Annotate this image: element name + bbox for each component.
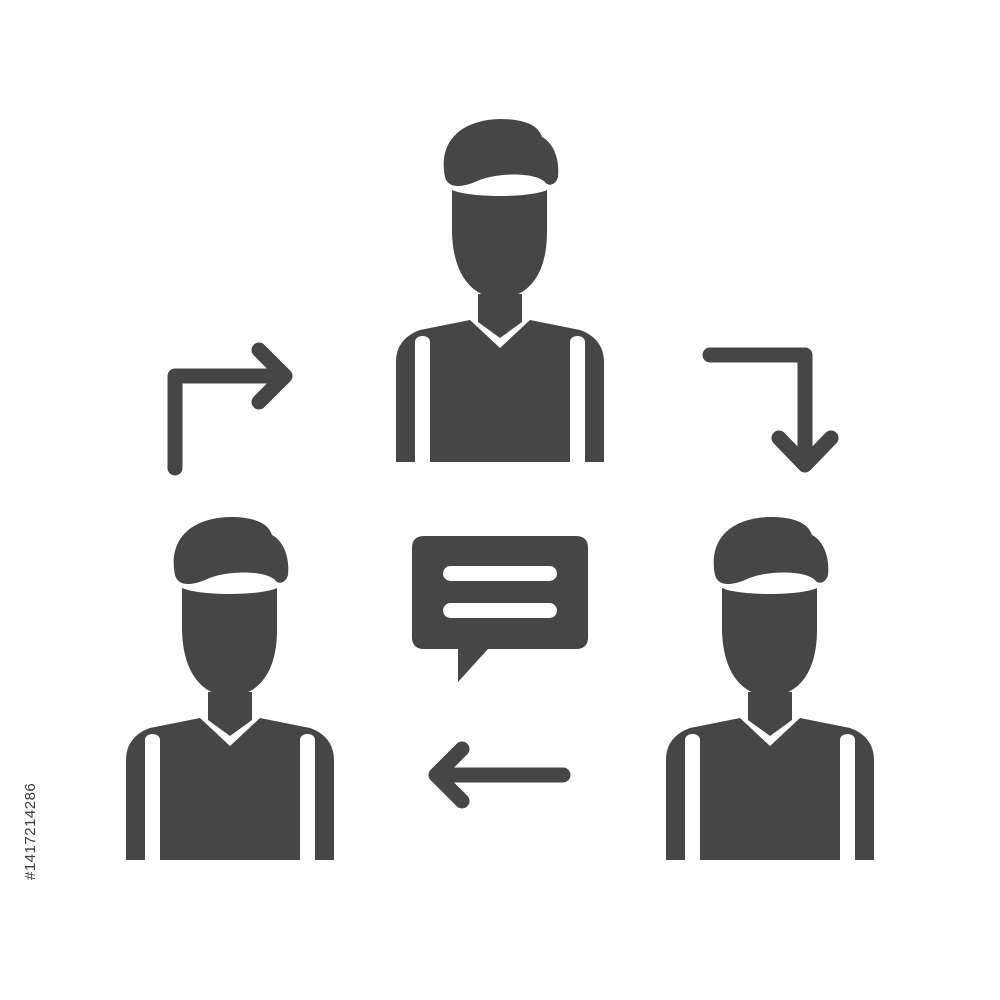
person-icon [666,517,874,860]
elbow-arrow-right-icon [167,342,293,476]
stock-image-id: #1417214286 [22,782,39,880]
person-icon [396,119,604,462]
elbow-arrow-down-icon [702,347,839,473]
speech-bubble-icon [412,536,588,682]
arrow-left-icon [428,741,571,809]
person-icon [126,517,334,860]
